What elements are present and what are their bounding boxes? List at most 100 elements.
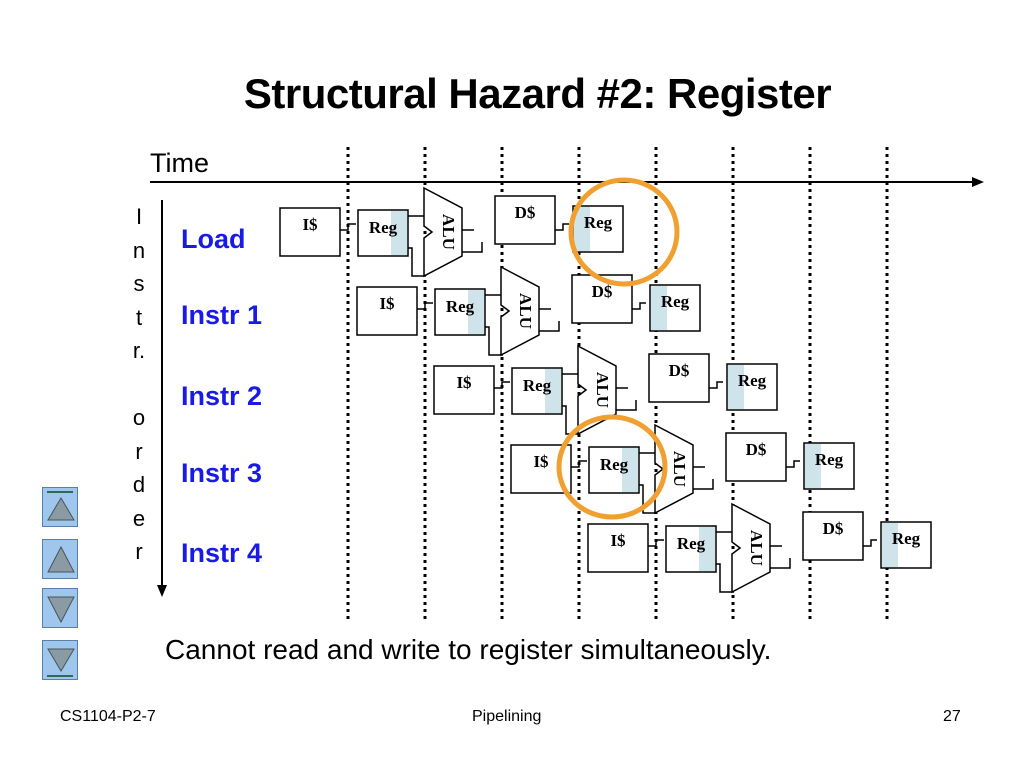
reg-write-stage-label: Reg [738, 371, 767, 390]
alu-stage-shape [577, 344, 617, 436]
datapath-wire [462, 242, 483, 253]
datapath-wire [555, 223, 569, 231]
time-axis-arrowhead [972, 177, 984, 187]
ifetch-stage-box [279, 207, 341, 257]
datapath-wire [632, 302, 646, 310]
ifetch-stage-label: I$ [379, 294, 395, 313]
datapath-wire [485, 326, 503, 356]
conflict-highlight-circle [556, 414, 668, 520]
reg-read-stage-label: Reg [600, 455, 629, 474]
prev-slide-button[interactable] [42, 539, 78, 579]
datapath-wire [417, 302, 433, 310]
dmem-stage-label: D$ [669, 361, 690, 380]
bar-icon [47, 675, 73, 677]
dmem-stage-label: D$ [592, 282, 613, 301]
order-axis-letter: s [133, 271, 145, 296]
order-axis-letter: n [132, 237, 146, 263]
alu-stage-label: ALU [747, 530, 766, 566]
reg-read-shade [545, 369, 561, 413]
reg-write-shade [651, 286, 667, 330]
first-slide-button[interactable] [42, 487, 78, 527]
ifetch-stage-box [587, 523, 649, 573]
reg-write-stage-label: Reg [815, 450, 844, 469]
conflict-highlight-circle [568, 177, 680, 287]
footer-topic: Pipelining [472, 708, 542, 725]
dmem-stage-box [494, 195, 556, 245]
alu-stage-label: ALU [516, 293, 535, 329]
datapath-wire [709, 381, 723, 389]
instr-label-4: Instr 4 [181, 538, 263, 568]
alu-stage-shape [500, 265, 540, 357]
dmem-stage-label: D$ [515, 203, 536, 222]
datapath-wire [408, 247, 426, 277]
datapath-wire [770, 558, 791, 569]
datapath-wire [648, 539, 664, 547]
alu-stage-shape [423, 186, 463, 278]
instr-label-load: Load [181, 224, 246, 254]
alu-stage-shape [731, 502, 771, 594]
reg-write-stage-label: Reg [661, 292, 690, 311]
reg-write-stage-label: Reg [584, 213, 613, 232]
order-axis-letter: r [135, 539, 143, 564]
next-slide-button[interactable] [42, 588, 78, 628]
dmem-stage-box [802, 511, 864, 561]
bar-icon [47, 491, 73, 493]
reg-read-stage-label: Reg [446, 297, 475, 316]
slide-title: Structural Hazard #2: Register [243, 70, 832, 117]
datapath-wire [571, 460, 587, 468]
order-axis-letter: o [132, 405, 146, 430]
order-axis-letter: t [135, 304, 143, 330]
order-axis-letter: d [132, 472, 146, 497]
reg-read-stage-label: Reg [369, 218, 398, 237]
dmem-stage-label: D$ [823, 519, 844, 538]
reg-write-shade [882, 523, 898, 567]
dmem-stage-label: D$ [746, 440, 767, 459]
alu-stage-label: ALU [439, 214, 458, 250]
datapath-wire [716, 563, 734, 593]
datapath-wire [494, 381, 510, 389]
order-axis-letter: e [132, 505, 146, 531]
datapath-wire [863, 539, 877, 547]
reg-write-shade [805, 444, 821, 488]
reg-read-stage-label: Reg [677, 534, 706, 553]
reg-read-shade [622, 448, 638, 492]
reg-write-shade [728, 365, 744, 409]
reg-read-stage-label: Reg [523, 376, 552, 395]
ifetch-stage-label: I$ [533, 452, 549, 471]
reg-read-shade [468, 290, 484, 334]
footer-page-number: 27 [943, 708, 961, 725]
instr-label-2: Instr 2 [181, 381, 263, 411]
next-slide-icon [47, 596, 75, 624]
time-axis-label: Time [150, 148, 209, 178]
datapath-wire [786, 460, 800, 468]
caption: Cannot read and write to register simult… [165, 634, 772, 665]
reg-read-shade [699, 527, 715, 571]
datapath-wire [693, 479, 714, 490]
order-axis-letter: r. [132, 338, 146, 363]
datapath-wire [616, 400, 637, 411]
prev-slide-icon [47, 545, 75, 573]
datapath-wire [639, 484, 657, 514]
instr-label-1: Instr 1 [181, 300, 263, 330]
reg-write-shade [574, 207, 590, 251]
alu-stage-label: ALU [593, 372, 612, 408]
instr-label-3: Instr 3 [181, 458, 263, 488]
ifetch-stage-box [356, 286, 418, 336]
datapath-wire [539, 321, 560, 332]
ifetch-stage-label: I$ [610, 531, 626, 550]
footer-course-code: CS1104-P2-7 [60, 708, 156, 725]
order-axis-letter: r [135, 438, 143, 464]
last-slide-button[interactable] [42, 640, 78, 680]
ifetch-stage-label: I$ [456, 373, 472, 392]
first-slide-icon [47, 497, 75, 521]
ifetch-stage-box [433, 365, 495, 415]
last-slide-icon [47, 648, 75, 672]
datapath-wire [340, 223, 356, 231]
ifetch-stage-label: I$ [302, 215, 318, 234]
order-axis-letter: I [135, 204, 143, 229]
dmem-stage-box [648, 353, 710, 403]
alu-stage-label: ALU [670, 451, 689, 487]
reg-write-stage-label: Reg [892, 529, 921, 548]
